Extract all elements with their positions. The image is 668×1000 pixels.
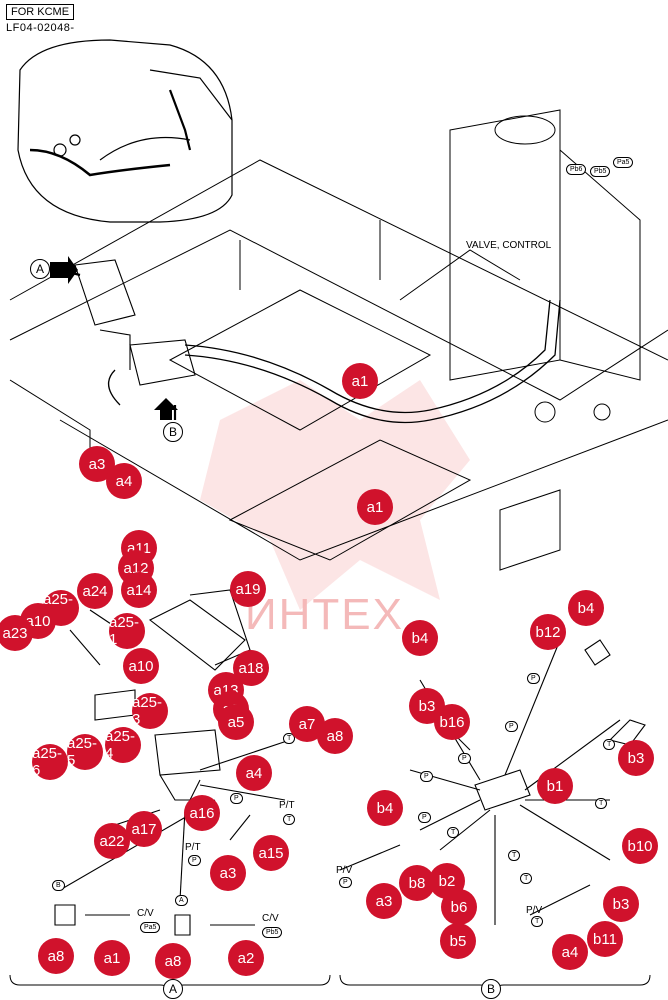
port-tag: P	[527, 673, 540, 684]
pv-label-1: P/V	[336, 865, 353, 876]
port-tag: B	[52, 880, 65, 891]
part-code: LF04-02048-	[6, 22, 75, 34]
callout-b4[interactable]: b4	[568, 590, 604, 626]
callout-a23[interactable]: a23	[0, 615, 33, 651]
header: FOR KCME LF04-02048-	[6, 4, 75, 34]
hose-routing	[108, 299, 561, 424]
cv-label-2: C/V	[262, 913, 279, 924]
callout-b10[interactable]: b10	[622, 828, 658, 864]
view-brackets	[9, 974, 651, 996]
watermark: ИНТЕХ	[245, 590, 404, 639]
callout-a2[interactable]: a2	[228, 940, 264, 976]
callout-a8[interactable]: a8	[155, 943, 191, 979]
port-tag: P	[418, 812, 431, 823]
for-label: FOR KCME	[6, 4, 75, 20]
port-tag: T	[595, 798, 608, 809]
view-arrows	[50, 256, 178, 420]
pedal-assembly-top	[59, 259, 196, 420]
port-tag: Pb5	[262, 927, 283, 938]
callout-a8[interactable]: a8	[38, 938, 74, 974]
callout-a5[interactable]: a5	[218, 704, 254, 740]
callout-a1[interactable]: a1	[94, 940, 130, 976]
callout-a10[interactable]: a10	[123, 648, 159, 684]
callout-a15[interactable]: a15	[253, 835, 289, 871]
callout-a25-2[interactable]: a25-2	[43, 590, 79, 626]
callout-a25-6[interactable]: a25-6	[32, 744, 68, 780]
port-tag: P	[230, 793, 243, 804]
watermark-emblem	[200, 380, 470, 610]
pt-label-1: P/T	[279, 800, 295, 811]
view-b-caption: B	[481, 979, 501, 999]
port-tag: T	[447, 827, 460, 838]
callout-a4[interactable]: a4	[552, 934, 588, 970]
port-tag: P	[339, 877, 352, 888]
port-tag: A	[175, 895, 188, 906]
callout-b12[interactable]: b12	[530, 614, 566, 650]
port-tag: Pa5	[613, 157, 634, 168]
callout-b6[interactable]: b6	[441, 889, 477, 925]
pt-label-2: P/T	[185, 842, 201, 853]
view-b-marker: B	[163, 422, 183, 442]
port-tag: T	[283, 733, 296, 744]
port-tag: Pa5	[140, 922, 161, 933]
view-a-marker: A	[30, 259, 50, 279]
callout-a24[interactable]: a24	[77, 573, 113, 609]
callout-a25-3[interactable]: a25-3	[132, 693, 168, 729]
port-tag: P	[505, 721, 518, 732]
callout-a22[interactable]: a22	[94, 823, 130, 859]
port-tag: T	[283, 814, 296, 825]
callout-a17[interactable]: a17	[126, 811, 162, 847]
callout-b16[interactable]: b16	[434, 704, 470, 740]
callout-a4[interactable]: a4	[236, 755, 272, 791]
port-tag: P	[420, 771, 433, 782]
callout-a3[interactable]: a3	[366, 883, 402, 919]
port-tag: Pb5	[590, 166, 611, 177]
callout-a4[interactable]: a4	[106, 463, 142, 499]
pv-label-2: P/V	[526, 905, 543, 916]
callout-a19[interactable]: a19	[230, 571, 266, 607]
callout-b5[interactable]: b5	[440, 923, 476, 959]
port-tag: T	[520, 873, 533, 884]
view-a-caption: A	[163, 979, 183, 999]
callout-b11[interactable]: b11	[587, 921, 623, 957]
callout-a25-4[interactable]: a25-4	[105, 727, 141, 763]
port-tag: T	[508, 850, 521, 861]
callout-b1[interactable]: b1	[537, 768, 573, 804]
callout-b3[interactable]: b3	[603, 886, 639, 922]
callout-a1[interactable]: a1	[357, 489, 393, 525]
callout-a25-1[interactable]: a25-1	[109, 613, 145, 649]
callout-a1[interactable]: a1	[342, 363, 378, 399]
callout-b4[interactable]: b4	[402, 620, 438, 656]
cv-label-1: C/V	[137, 908, 154, 919]
cab-overview	[17, 39, 233, 223]
port-tag: P	[188, 855, 201, 866]
port-tag: T	[603, 739, 616, 750]
valve-control-label: VALVE, CONTROL	[466, 240, 552, 251]
callout-b3[interactable]: b3	[618, 740, 654, 776]
callout-b4[interactable]: b4	[367, 790, 403, 826]
port-tag: Pb6	[566, 164, 587, 175]
callout-a3[interactable]: a3	[210, 855, 246, 891]
callout-a16[interactable]: a16	[184, 795, 220, 831]
callout-a25-5[interactable]: a25-5	[67, 734, 103, 770]
port-tag: T	[531, 916, 544, 927]
callout-a14[interactable]: a14	[121, 572, 157, 608]
port-tag: P	[458, 753, 471, 764]
callout-a8[interactable]: a8	[317, 718, 353, 754]
machine-frame	[9, 109, 668, 571]
